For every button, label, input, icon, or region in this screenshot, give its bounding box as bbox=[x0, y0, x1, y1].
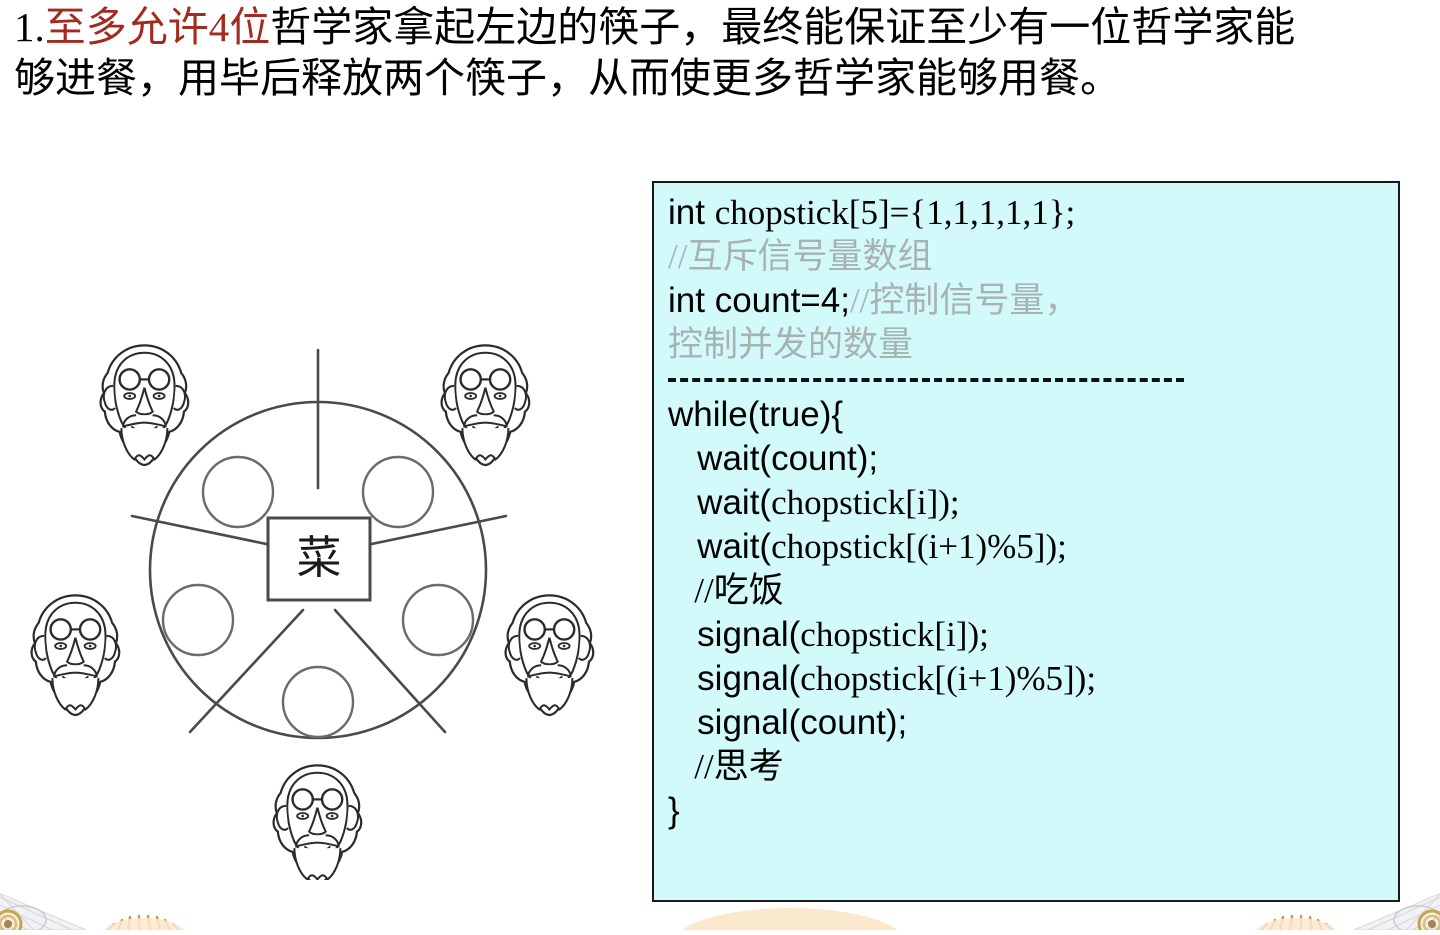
center-dish-box bbox=[266, 516, 372, 602]
title-highlight: 至多允许4位 bbox=[44, 4, 271, 50]
code-line: 控制并发的数量 bbox=[668, 323, 1394, 367]
code-token: chopstick[i]); bbox=[800, 615, 989, 654]
code-divider-line bbox=[668, 378, 1184, 382]
code-token: chopstick[5]={1,1,1,1,1}; bbox=[714, 193, 1076, 232]
philosopher-4 bbox=[30, 594, 121, 717]
code-divider bbox=[668, 367, 1394, 393]
code-line: while(true){ bbox=[668, 393, 1394, 437]
code-token: signal(count); bbox=[668, 703, 908, 742]
code-token: wait( bbox=[668, 527, 772, 566]
code-token: wait(count); bbox=[668, 439, 879, 478]
philosopher-1 bbox=[440, 344, 531, 467]
dining-philosophers-diagram: 菜 bbox=[20, 320, 640, 880]
chopstick-1 bbox=[360, 514, 508, 548]
code-line: //互斥信号量数组 bbox=[668, 235, 1394, 279]
bowl-0 bbox=[201, 455, 275, 529]
bowls bbox=[161, 455, 475, 739]
code-token: signal( bbox=[668, 659, 801, 698]
code-token: chopstick[(i+1)%5]); bbox=[800, 659, 1097, 698]
code-token: signal( bbox=[668, 615, 801, 654]
code-line: signal(chopstick[(i+1)%5]); bbox=[668, 657, 1394, 701]
code-line: //思考 bbox=[668, 745, 1394, 789]
code-token: //吃饭 bbox=[668, 571, 784, 610]
code-token: while(true){ bbox=[668, 395, 844, 434]
code-line: int count=4;//控制信号量， bbox=[668, 279, 1394, 323]
bowl-3 bbox=[281, 665, 355, 739]
code-line: } bbox=[668, 789, 1394, 833]
code-line: //吃饭 bbox=[668, 569, 1394, 613]
chopstick-2 bbox=[333, 608, 447, 734]
title-number: 1. bbox=[14, 4, 45, 50]
chopstick-4 bbox=[130, 514, 278, 548]
code-token: int count=4; bbox=[668, 281, 850, 320]
code-line: signal(chopstick[i]); bbox=[668, 613, 1394, 657]
code-token: wait( bbox=[668, 483, 772, 522]
philosopher-3 bbox=[272, 764, 363, 880]
philosopher-0 bbox=[99, 344, 190, 467]
code-line: wait(chopstick[i]); bbox=[668, 481, 1394, 525]
bowl-2 bbox=[401, 583, 475, 657]
code-comment: 控制并发的数量 bbox=[668, 325, 914, 364]
code-line: int chopstick[5]={1,1,1,1,1}; bbox=[668, 191, 1394, 235]
code-token: chopstick[i]); bbox=[771, 483, 960, 522]
bowl-4 bbox=[161, 583, 235, 657]
code-token: int bbox=[668, 193, 715, 232]
chopstick-3 bbox=[188, 608, 305, 734]
bowl-1 bbox=[361, 455, 435, 529]
code-comment: //互斥信号量数组 bbox=[668, 237, 933, 276]
slide-title: 1.至多允许4位哲学家拿起左边的筷子，最终能保证至少有一位哲学家能够进餐，用毕后… bbox=[14, 2, 1334, 104]
title-rest: 哲学家拿起左边的筷子，最终能保证至少有一位哲学家能够进餐，用毕后释放两个筷子，从… bbox=[14, 4, 1296, 101]
center-dish-label: 菜 bbox=[296, 531, 341, 584]
code-line: wait(count); bbox=[668, 437, 1394, 481]
code-token: //思考 bbox=[668, 747, 784, 786]
code-line: wait(chopstick[(i+1)%5]); bbox=[668, 525, 1394, 569]
code-line: signal(count); bbox=[668, 701, 1394, 745]
code-token: } bbox=[668, 791, 680, 830]
philosopher-2 bbox=[504, 594, 595, 717]
chopsticks bbox=[130, 348, 508, 734]
code-token: chopstick[(i+1)%5]); bbox=[771, 527, 1067, 566]
code-comment: //控制信号量， bbox=[849, 281, 1080, 320]
